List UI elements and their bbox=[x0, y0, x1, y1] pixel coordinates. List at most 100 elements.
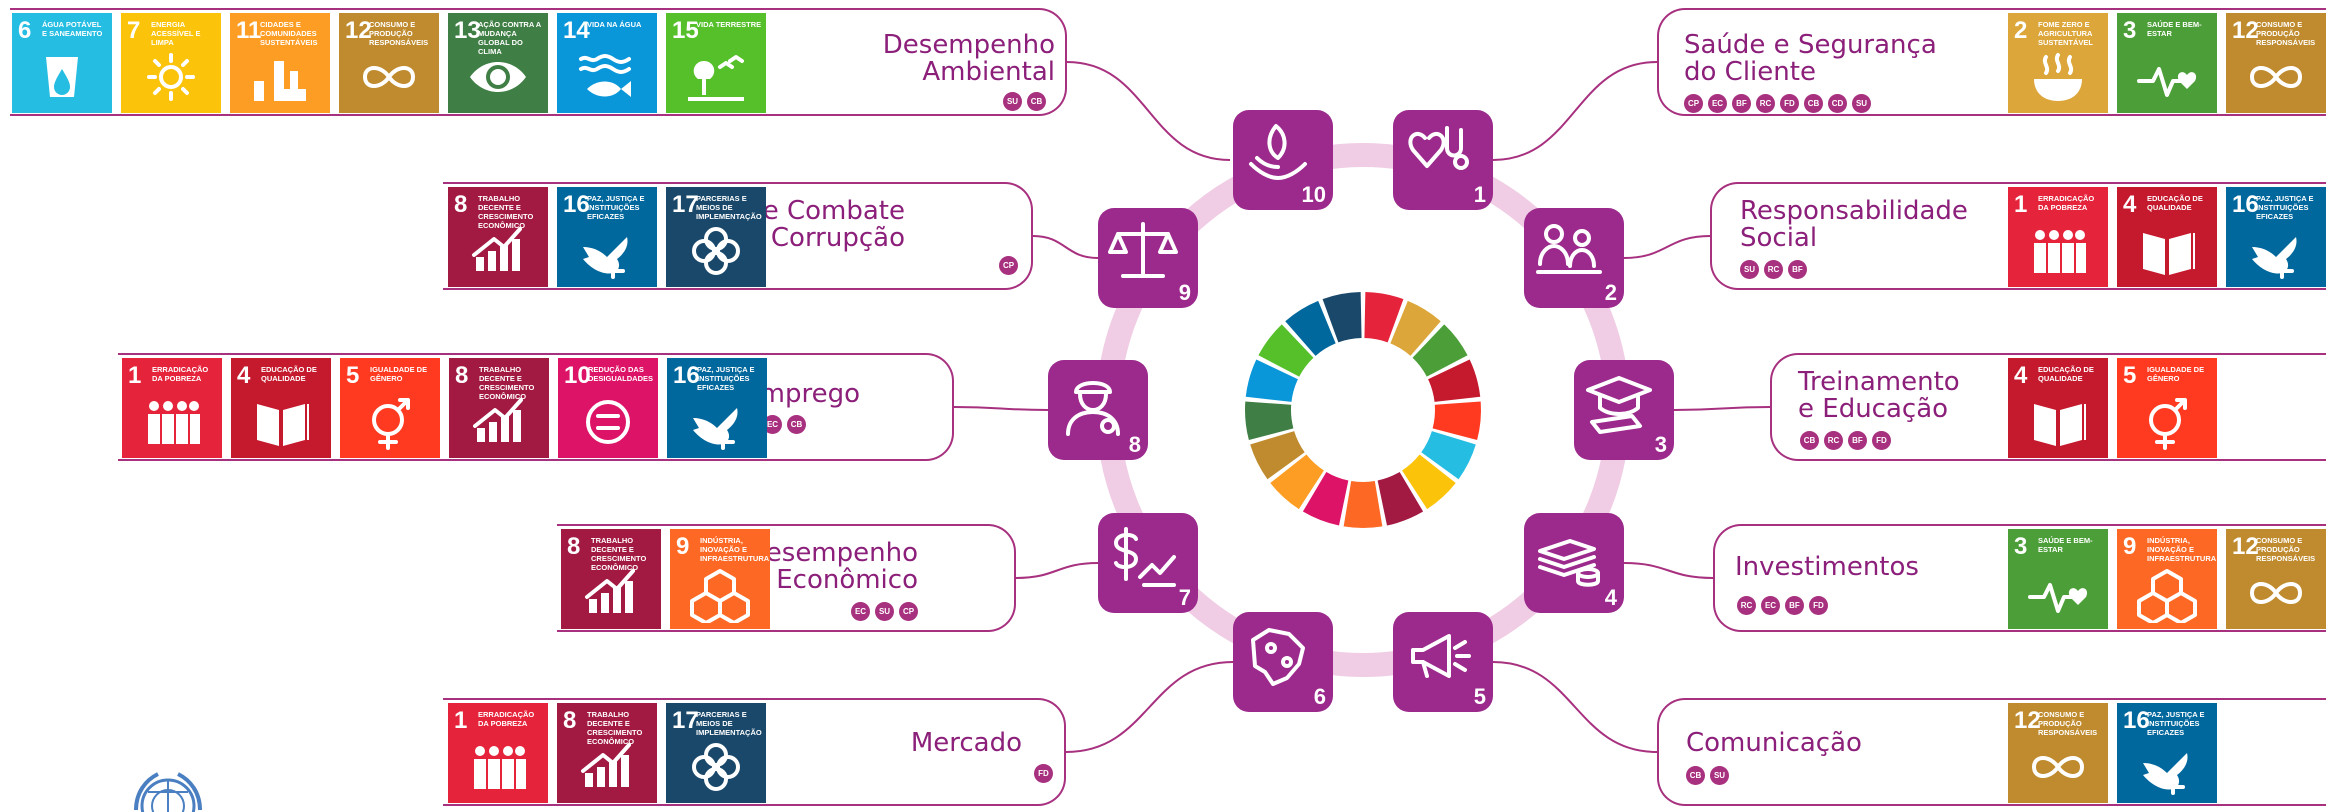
sdg-tile-3: 3Saúde e bem-estar bbox=[2008, 529, 2108, 629]
stakeholder-badge: CB bbox=[1804, 94, 1823, 113]
sdg-label: Erradicação da pobreza bbox=[152, 365, 209, 383]
sdg-label: Trabalho decente e crescimento econômico bbox=[479, 365, 535, 401]
topic-tile-10: 10 bbox=[1233, 110, 1333, 210]
topic-panel-3: Treinamento e EducaçãoCBRCBFFD4Educação … bbox=[1770, 353, 2326, 461]
topic-panel-6: MercadoFD1Erradicação da pobreza8Trabalh… bbox=[443, 698, 1066, 806]
topic-number: 9 bbox=[1178, 280, 1191, 305]
sdg-number: 15 bbox=[672, 17, 699, 44]
sdg-label: Cidades e comunidades sustentáveis bbox=[260, 20, 318, 47]
cubes-icon bbox=[690, 569, 750, 623]
sdg-number: 16 bbox=[2123, 707, 2150, 734]
worker-icon bbox=[1066, 381, 1120, 436]
cubes-icon bbox=[2137, 569, 2197, 623]
connector-line-6 bbox=[1065, 661, 1234, 753]
stakeholder-badge: FD bbox=[1780, 94, 1799, 113]
topic-number: 10 bbox=[1301, 182, 1326, 207]
infinity-icon bbox=[2250, 582, 2302, 604]
sdg-tile-9: 9Indústria, inovação e infraestrutura bbox=[2117, 529, 2217, 629]
connector-line-1 bbox=[1492, 61, 1658, 161]
sdg-label: Vida na água bbox=[587, 20, 642, 29]
sdg-label: Consumo e produção responsáveis bbox=[2038, 710, 2098, 737]
people-support-icon bbox=[1536, 224, 1602, 274]
tree-icon bbox=[688, 55, 744, 101]
topic-tile-5: 5 bbox=[1393, 612, 1493, 712]
sdg-label: Igualdade de gênero bbox=[2147, 365, 2205, 383]
stakeholder-badge: FD bbox=[1809, 596, 1828, 615]
stakeholder-badge: SU bbox=[1852, 94, 1871, 113]
rings-icon bbox=[692, 227, 740, 275]
sdg-icon-row: 8Trabalho decente e crescimento econômic… bbox=[561, 529, 770, 629]
sdg-label: Água potável e saneamento bbox=[42, 20, 103, 38]
sdg-tile-6: 6Água potável e saneamento bbox=[12, 13, 112, 113]
stakeholder-badge: CP bbox=[899, 602, 918, 621]
city-icon bbox=[254, 61, 306, 101]
stakeholder-badge: FD bbox=[1872, 431, 1891, 450]
sdg-label: Erradicação da pobreza bbox=[2038, 194, 2095, 212]
sdg-icon-row: 4Educação de qualidade5Igualdade de gêne… bbox=[2008, 358, 2217, 458]
connector-line-5 bbox=[1492, 661, 1658, 753]
sdg-label: Consumo e produção responsáveis bbox=[369, 20, 429, 47]
stakeholder-badge: RC bbox=[1756, 94, 1775, 113]
water-drop-icon bbox=[46, 57, 78, 97]
topic-number: 5 bbox=[1473, 684, 1486, 709]
book-icon bbox=[2034, 404, 2086, 446]
heartbeat-icon bbox=[2137, 67, 2197, 97]
stakeholder-badge: SU bbox=[1003, 92, 1022, 111]
sdg-number: 1 bbox=[454, 707, 468, 734]
sdg-wheel bbox=[1244, 292, 1481, 528]
sdg-tile-5: 5Igualdade de gênero bbox=[340, 358, 440, 458]
stakeholder-badge: RC bbox=[1764, 260, 1783, 279]
wheel-segment-12 bbox=[1250, 431, 1305, 480]
sdg-tile-11: 11Cidades e comunidades sustentáveis bbox=[230, 13, 330, 113]
topic-number: 4 bbox=[1604, 585, 1617, 610]
sun-icon bbox=[147, 53, 195, 101]
sdg-number: 16 bbox=[2232, 191, 2259, 218]
sdg-tile-4: 4Educação de qualidade bbox=[2117, 187, 2217, 287]
people-icon bbox=[148, 401, 200, 444]
stakeholder-badge: CP bbox=[999, 256, 1018, 275]
dove-icon bbox=[2143, 753, 2188, 795]
sdg-number: 13 bbox=[454, 17, 481, 44]
sdg-label: Educação de qualidade bbox=[2147, 194, 2203, 212]
stakeholder-badge: CP bbox=[1684, 94, 1703, 113]
connector-line-8 bbox=[953, 406, 1049, 411]
sdg-tile-4: 4Educação de qualidade bbox=[2008, 358, 2108, 458]
sdg-tile-8: 8Trabalho decente e crescimento econômic… bbox=[449, 358, 549, 458]
sdg-label: Trabalho decente e crescimento econômico bbox=[587, 710, 643, 746]
connector-line-2 bbox=[1623, 235, 1711, 259]
stakeholder-badges: CP bbox=[999, 256, 1018, 275]
topic-tile-1: 1 bbox=[1393, 110, 1493, 210]
sdg-tile-14: 14Vida na água bbox=[557, 13, 657, 113]
topic-panel-5: ComunicaçãoCBSU12Consumo e produção resp… bbox=[1657, 698, 2326, 806]
sdg-number: 17 bbox=[672, 191, 699, 218]
sdg-label: Paz, justiça e instituições eficazes bbox=[587, 194, 645, 221]
fish-icon bbox=[579, 54, 631, 97]
sdg-number: 14 bbox=[563, 17, 590, 44]
sdg-icon-row: 1Erradicação da pobreza8Trabalho decente… bbox=[448, 703, 766, 803]
stakeholder-badge: EC bbox=[1761, 596, 1780, 615]
sdg-tile-3: 3Saúde e bem-estar bbox=[2117, 13, 2217, 113]
wheel-segment-1 bbox=[1364, 292, 1404, 343]
sdg-number: 12 bbox=[2232, 17, 2259, 44]
sdg-label: Vida terrestre bbox=[696, 20, 762, 29]
sdg-number: 2 bbox=[2014, 17, 2028, 44]
sdg-number: 8 bbox=[567, 533, 581, 560]
sdg-tile-8: 8Trabalho decente e crescimento econômic… bbox=[448, 187, 548, 287]
infinity-icon bbox=[2250, 66, 2302, 88]
topic-title: Mercado bbox=[910, 728, 1022, 758]
stakeholder-badge: CB bbox=[1800, 431, 1819, 450]
sdg-tile-1: 1Erradicação da pobreza bbox=[122, 358, 222, 458]
sdg-tile-17: 17Parcerias e meios de implementação bbox=[666, 187, 766, 287]
dove-icon bbox=[2252, 237, 2297, 279]
wheel-segment-7 bbox=[1402, 454, 1456, 510]
wheel-segment-4 bbox=[1428, 359, 1481, 402]
topic-title: Saúde e Segurança do Cliente bbox=[1684, 30, 1937, 87]
topic-panel-7: Desempenho EconômicoECSUCP8Trabalho dece… bbox=[557, 524, 1016, 632]
money-stack-icon bbox=[1538, 539, 1600, 587]
sdg-label: Erradicação da pobreza bbox=[478, 710, 535, 728]
